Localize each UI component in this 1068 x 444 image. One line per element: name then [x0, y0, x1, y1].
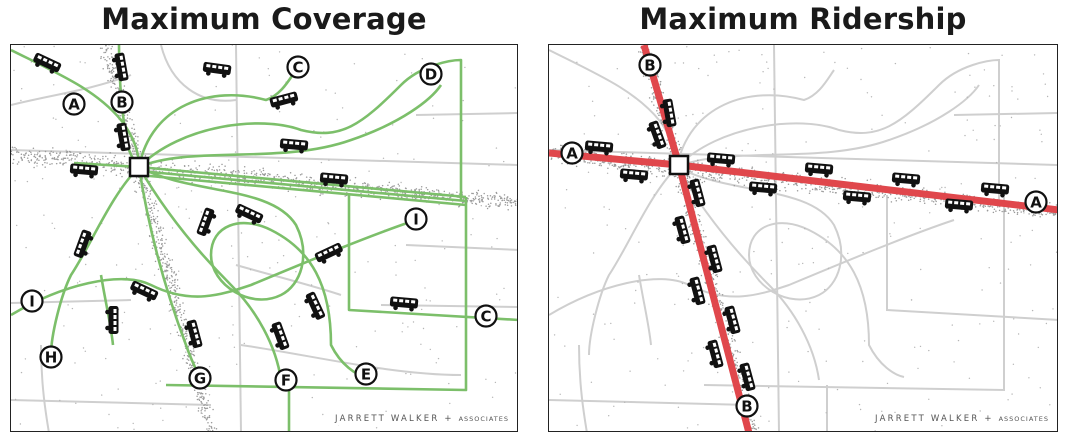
street-grid — [11, 45, 517, 431]
credit-main: JARRETT WALKER + — [875, 414, 999, 424]
bus-icon — [944, 198, 974, 214]
ridership-map: A A B B JARRETT WALKER + ASSOCIATES — [548, 44, 1058, 432]
route-label-circle — [1024, 190, 1048, 214]
route-label-circle — [274, 368, 298, 392]
ridership-route-labels: A A B B — [560, 53, 1048, 418]
bus-icon — [196, 206, 219, 238]
ridership-buses — [584, 98, 1010, 393]
route-label: B — [644, 57, 655, 75]
route-label-circle — [20, 289, 44, 313]
bus-icon — [980, 182, 1010, 198]
transit-hub-icon — [128, 156, 150, 178]
bus-icon — [670, 215, 691, 246]
route-label: G — [194, 370, 206, 388]
route-label-circle — [474, 304, 498, 328]
route-label-circle — [110, 90, 134, 114]
density-dots — [549, 45, 1057, 431]
route-label: C — [480, 308, 491, 326]
credit-sub: ASSOCIATES — [998, 415, 1049, 423]
route-label-circle — [735, 394, 759, 418]
ridership-map-svg: A A B B — [549, 45, 1057, 431]
bus-icon — [69, 163, 99, 179]
bus-icon — [302, 290, 326, 322]
transit-hub-icon — [668, 154, 690, 176]
bus-icon — [73, 228, 96, 260]
bus-icon — [112, 122, 131, 153]
coverage-map-svg: A B C D I C E F G H I — [11, 45, 517, 431]
route-label: A — [68, 96, 80, 114]
bus-icon — [202, 61, 232, 79]
route-label: A — [566, 145, 578, 163]
coverage-route-labels: A B C D I C E F G H I — [20, 55, 498, 392]
route-label: I — [413, 211, 419, 229]
bus-icon — [619, 168, 649, 184]
route-label-circle — [638, 53, 662, 77]
route-label-circle — [560, 141, 584, 165]
bus-icon — [842, 190, 872, 206]
ridership-title: Maximum Ridership — [639, 2, 967, 36]
route-label: B — [741, 398, 752, 416]
route-label: F — [281, 372, 291, 390]
route-label-circle — [404, 207, 428, 231]
route-label-circle — [62, 92, 86, 116]
route-label: A — [1030, 194, 1042, 212]
route-label: D — [425, 66, 437, 84]
route-label-circle — [419, 62, 443, 86]
bus-icon — [128, 280, 160, 304]
credit-main: JARRETT WALKER + — [335, 414, 459, 424]
bus-icon — [748, 181, 778, 197]
coverage-title: Maximum Coverage — [101, 2, 427, 36]
bus-icon — [804, 162, 834, 178]
bus-icon — [313, 242, 345, 266]
route-label: I — [29, 293, 35, 311]
route-label-circle — [188, 366, 212, 390]
bus-icon — [269, 91, 300, 112]
route-label-circle — [286, 55, 310, 79]
credit-sub: ASSOCIATES — [458, 415, 509, 423]
route-label-circle — [39, 345, 63, 369]
bus-icon — [891, 172, 921, 188]
bus-icon — [105, 306, 119, 334]
route-label: B — [116, 94, 127, 112]
bus-icon — [703, 339, 724, 370]
bus-icon — [389, 296, 419, 312]
route-label: H — [45, 349, 58, 367]
route-label-circle — [354, 362, 378, 386]
credit-left: JARRETT WALKER + ASSOCIATES — [333, 413, 511, 425]
route-label: E — [361, 366, 371, 384]
coverage-map: A B C D I C E F G H I JARRETT WALKER + ASSOCIATES — [10, 44, 518, 432]
route-label: C — [292, 59, 303, 77]
credit-right: JARRETT WALKER + ASSOCIATES — [873, 413, 1051, 425]
coverage-buses — [31, 52, 419, 352]
